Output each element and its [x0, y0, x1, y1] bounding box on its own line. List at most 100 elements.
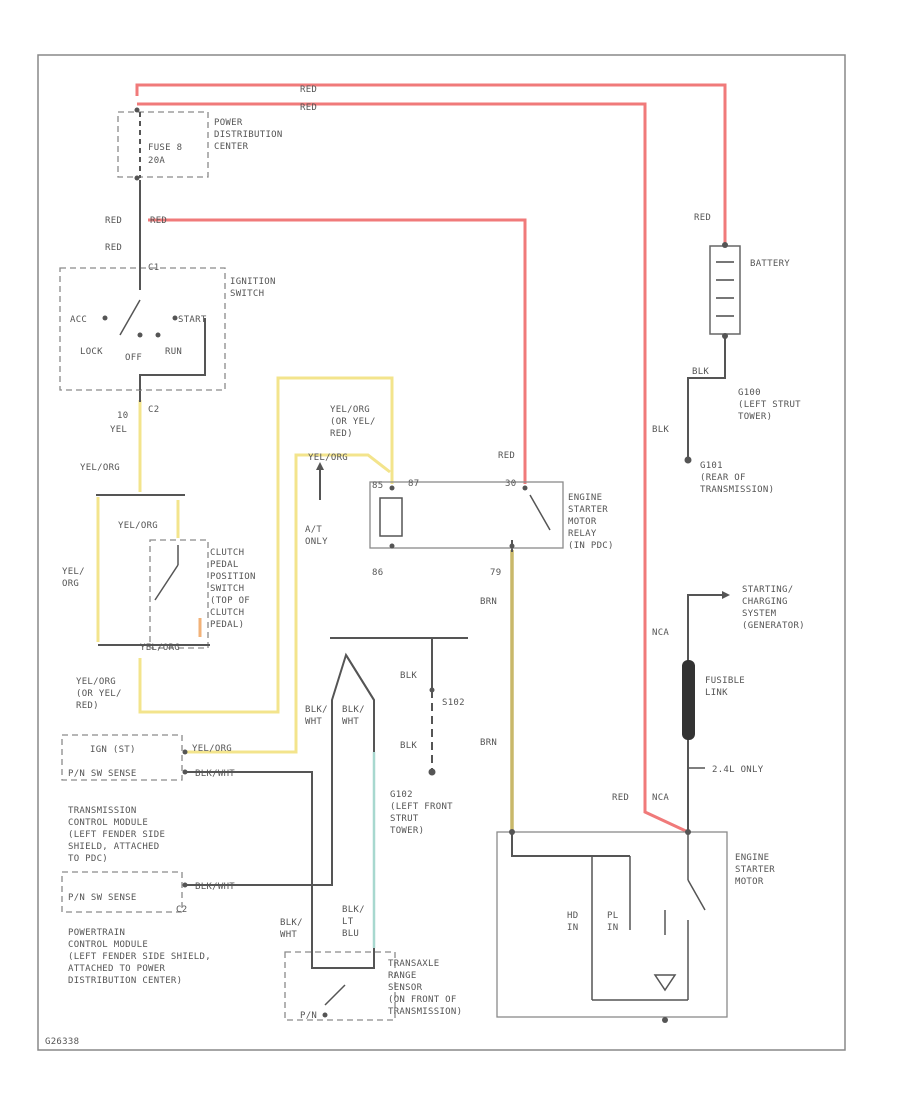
label-pcm-blk-wht: BLK/WHT: [195, 882, 235, 892]
label-red-top1: RED: [300, 85, 317, 95]
label-yel-org-alt-2: YEL/ORG(OR YEL/RED): [76, 677, 122, 711]
label-red-relay: RED: [498, 451, 515, 461]
label-24l-only: 2.4L ONLY: [712, 765, 764, 775]
battery-symbol: [709, 245, 741, 335]
label-red-fuse-left: RED: [105, 216, 122, 226]
trs-pin-pn: [322, 1012, 328, 1018]
label-tcm-blk-wht: BLK/WHT: [195, 769, 235, 779]
label-red-motor: RED: [612, 793, 629, 803]
motor-ground-icon: [653, 974, 677, 992]
ign-contact-start: [172, 315, 178, 321]
arrow-generator-icon: [722, 591, 730, 599]
trs-bus: [311, 948, 375, 969]
label-hd: HD: [567, 911, 578, 921]
ignition-switch-lever: [119, 299, 141, 336]
wire-pcm-pnsw: [185, 652, 375, 886]
tcm-pin-pnsw: [182, 769, 188, 775]
label-red-top2: RED: [300, 103, 317, 113]
label-red-battery: RED: [694, 213, 711, 223]
clutch-switch-box: [149, 539, 209, 649]
label-blk-bat: BLK: [692, 367, 709, 377]
label-red-ign: RED: [105, 243, 122, 253]
relay-coil: [379, 497, 403, 537]
label-yel-org-2: YEL/ORG: [118, 521, 158, 531]
motor-ground-terminal: [662, 1017, 668, 1023]
ign-start-output: [139, 318, 206, 390]
motor-contact-blade: [687, 879, 706, 911]
label-relay-30: 30: [505, 479, 516, 489]
label-ign-start: START: [178, 315, 207, 325]
label-relay-85: 85: [372, 481, 383, 491]
label-brn-2: BRN: [480, 738, 497, 748]
relay-pin-85: [389, 485, 395, 491]
motor-terminal-b: [685, 829, 691, 835]
ign-contact-acc: [102, 315, 108, 321]
clutch-switch-lever: [154, 564, 179, 601]
wire-trs-branch: [345, 654, 375, 701]
label-tcm-pnsw: P/N SW SENSE: [68, 769, 137, 779]
pdc-box: [117, 111, 209, 178]
starter-motor-box: [496, 831, 728, 1018]
label-yel-org-1: YEL/ORG: [80, 463, 120, 473]
label-battery: BATTERY: [750, 259, 790, 269]
label-pcm-pnsw: P/N SW SENSE: [68, 893, 137, 903]
label-tcm-ign-st: IGN (ST): [90, 745, 136, 755]
relay-contact: [529, 494, 551, 531]
red-wires: [135, 83, 727, 834]
label-blk-s2: BLK: [400, 741, 417, 751]
ground-g101-icon: [684, 456, 692, 464]
label-nca-2: NCA: [652, 793, 669, 803]
trs-switch-blade: [324, 984, 346, 1006]
label-yel-org-wire: YEL/ORG: [308, 453, 348, 463]
label-relay-86: 86: [372, 568, 383, 578]
wire-red-motor-feed: [137, 102, 689, 834]
label-yel-org-alt-1: YEL/ORG(OR YEL/RED): [330, 405, 376, 439]
wire-tcm-pnsw: [185, 771, 313, 948]
label-ign-run: RUN: [165, 347, 182, 357]
arrow-at-icon: [316, 462, 324, 470]
wire-yel-clutch-loop: [138, 376, 394, 714]
label-ign-lock: LOCK: [80, 347, 103, 357]
wire-red-relay-feed: [148, 218, 527, 484]
trs-box: [284, 951, 396, 1021]
wire-red-battery-feed: [135, 83, 727, 246]
splice-s102-icon: [429, 687, 435, 693]
label-in-1: IN: [567, 923, 578, 933]
dark-wires: [96, 180, 726, 948]
label-ign-off: OFF: [125, 353, 142, 363]
label-red-fuse-right: RED: [150, 216, 167, 226]
label-s102: S102: [442, 698, 465, 708]
tcm-box: [61, 734, 183, 781]
label-relay-79: 79: [490, 568, 501, 578]
label-yel-drl: YEL/ORG: [62, 567, 85, 589]
pcm-pin-pnsw: [182, 882, 188, 888]
label-yel-org-tcm: YEL/ORG: [192, 744, 232, 754]
motor-solenoid-feed: [511, 832, 630, 857]
battery-terminal-neg: [722, 333, 728, 339]
yellow-wires: [96, 376, 514, 832]
label-fuse-name: FUSE 8: [148, 143, 182, 153]
label-fuse-rating: 20A: [148, 156, 165, 166]
label-pcm-c2: C2: [176, 905, 187, 915]
label-relay-87: 87: [408, 479, 419, 489]
relay-pin-86: [389, 543, 395, 549]
label-yel-org-3: YEL/ORG: [140, 643, 180, 653]
relay-pin-30: [522, 485, 528, 491]
wire-yel-tcm-loop: [185, 453, 391, 754]
label-blk-bat2: BLK: [652, 425, 669, 435]
ignition-switch-box: [59, 267, 226, 391]
label-yel: YEL: [110, 425, 127, 435]
label-blk-wht-3: BLK/WHT: [280, 918, 303, 940]
